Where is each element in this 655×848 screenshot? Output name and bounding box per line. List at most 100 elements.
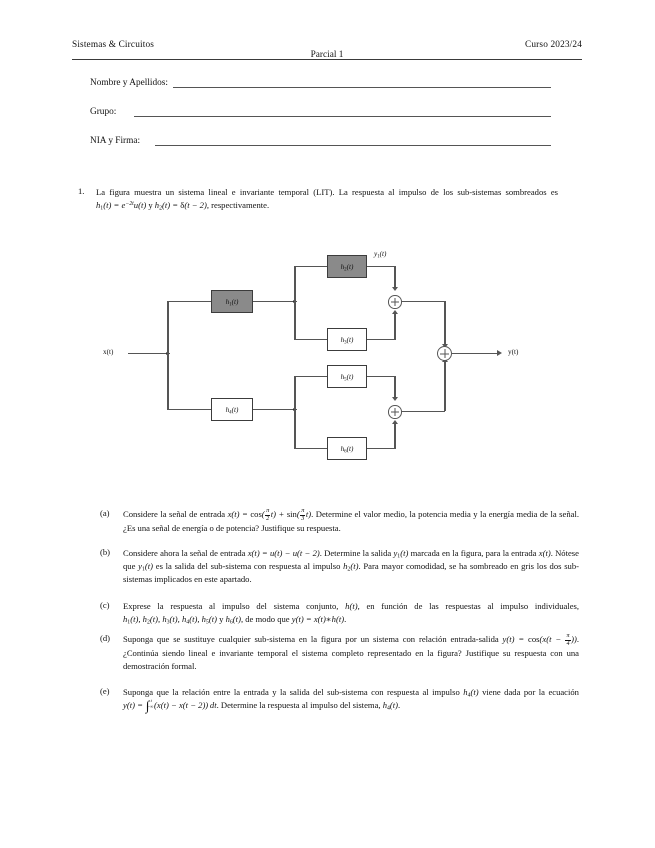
- wire-sum-bottom-out: [401, 411, 445, 413]
- header-right-course: Curso 2023/24: [525, 40, 582, 50]
- field-nombre: Nombre y Apellidos:: [90, 78, 168, 88]
- arrow-top-into-main-adder: [442, 344, 448, 348]
- wire-h5-to-sum-bottom: [394, 376, 396, 399]
- item-e-h4-ref-2: h4(t): [382, 699, 399, 712]
- item-d-tag: (d): [100, 633, 111, 643]
- item-c-seg3: , de modo que: [240, 613, 292, 624]
- item-a-seg2: . Determine el valor medio, la potencia …: [123, 509, 579, 533]
- item-b-text: Considere ahora la señal de entrada x(t)…: [123, 547, 579, 585]
- wire-sum-top-out: [401, 301, 445, 303]
- wire-h1-split-vertical: [294, 266, 296, 340]
- problem-line1: La figura muestra un sistema lineal e in…: [96, 187, 439, 197]
- block-h6-label: h6(t): [340, 444, 354, 454]
- item-c-convolution-expression: y(t) = x(t)∗h(t): [291, 613, 345, 624]
- output-signal-label: y(t): [508, 348, 519, 356]
- item-d-seg1: Suponga que se sustituye cualquier sub-s…: [123, 634, 503, 644]
- block-h4-label: h4(t): [225, 405, 239, 415]
- item-c-seg4: .: [344, 613, 347, 624]
- block-h4[interactable]: h4(t): [211, 398, 253, 421]
- wire-top-to-main-adder: [444, 301, 446, 347]
- wire-h2-out: [367, 266, 396, 268]
- problem-line2-post: , respectivamente.: [206, 199, 270, 210]
- item-b-seg5: es la salida del sub-sistema con respues…: [153, 560, 344, 571]
- item-e-seg1: Suponga que la relación entre la entrada…: [123, 687, 464, 697]
- item-c-seg1: Exprese la respuesta al impulso del sist…: [123, 601, 346, 611]
- item-b-x-ref: x(t): [538, 548, 551, 558]
- block-h6[interactable]: h6(t): [327, 437, 367, 460]
- adder-top[interactable]: [388, 295, 402, 309]
- arrow-output: [497, 350, 502, 356]
- item-c-h6-ref: h6(t): [225, 613, 241, 626]
- block-h5[interactable]: h5(t): [327, 365, 367, 388]
- item-d-seg2: . ¿Continúa siendo lineal e invariante t…: [123, 634, 579, 671]
- wire-h3-out: [367, 339, 396, 341]
- field-nia: NIA y Firma:: [90, 136, 140, 146]
- item-b-seg2: . Determine la salida: [319, 548, 394, 558]
- header-center-title: Parcial 1: [310, 50, 344, 60]
- item-c-tag: (c): [100, 600, 110, 610]
- wire-to-h3: [294, 339, 328, 341]
- wire-input: [128, 353, 170, 355]
- arrow-h5-into-sum: [392, 397, 398, 401]
- field-nia-label: NIA y Firma:: [90, 136, 141, 146]
- block-h2[interactable]: h2(t): [327, 255, 367, 278]
- item-c-h-ref: h(t): [345, 601, 358, 611]
- wire-to-h6: [294, 448, 328, 450]
- field-nombre-label: Nombre y Apellidos:: [90, 78, 168, 88]
- h1-definition: h1(t) = e−2tu(t): [96, 199, 147, 212]
- item-e-tag: (e): [100, 686, 110, 696]
- field-nia-line[interactable]: [155, 145, 551, 146]
- wire-to-h1: [167, 301, 212, 303]
- item-b-tag: (b): [100, 547, 111, 557]
- wire-h6-out: [367, 448, 396, 450]
- wire-h2-to-sum-top: [394, 266, 396, 289]
- item-a-tag: (a): [100, 508, 110, 518]
- wire-input-split-vertical: [167, 301, 169, 410]
- item-d-text: Suponga que se sustituye cualquier sub-s…: [123, 632, 579, 672]
- field-nombre-line[interactable]: [173, 87, 551, 88]
- field-grupo-line[interactable]: [134, 116, 551, 117]
- header-divider: [72, 59, 582, 60]
- node-h4-split: [293, 407, 297, 411]
- item-e-seg2: viene dada por la ecuación: [478, 687, 579, 697]
- adder-bottom[interactable]: [388, 405, 402, 419]
- item-b-y1-ref-2: y1(t): [138, 560, 154, 573]
- block-h1[interactable]: h1(t): [211, 290, 253, 313]
- wire-h4-out: [253, 409, 297, 411]
- item-b-seg6: . Para mayor comodidad, se ha sombreado …: [123, 560, 579, 584]
- item-b-seg3: marcada en la figura, para la entrada: [408, 548, 539, 558]
- wire-bottom-to-main-adder: [444, 362, 446, 411]
- item-a-seg1: Considere la señal de entrada: [123, 509, 228, 519]
- arrow-h2-into-sum: [392, 287, 398, 291]
- h2-definition: h2(t) = δ(t − 2): [154, 199, 207, 212]
- block-h5-label: h5(t): [340, 372, 354, 382]
- wire-to-h4: [167, 409, 212, 411]
- arrow-h3-into-sum: [392, 310, 398, 314]
- wire-h1-out: [253, 301, 297, 303]
- item-a-text: Considere la señal de entrada x(t) = cos…: [123, 507, 579, 535]
- field-grupo-label: Grupo:: [90, 107, 117, 117]
- problem-statement: La figura muestra un sistema lineal e in…: [96, 186, 558, 211]
- item-b-h2-ref: h2(t): [343, 560, 359, 573]
- block-h1-label: h1(t): [225, 297, 239, 307]
- adder-main[interactable]: [437, 346, 452, 361]
- wire-h4-split-vertical: [294, 376, 296, 449]
- problem-number: 1.: [78, 186, 85, 196]
- item-b-seg4: . Nótese que: [123, 548, 579, 571]
- wire-to-h2: [294, 266, 328, 268]
- item-c-text: Exprese la respuesta al impulso del sist…: [123, 601, 580, 626]
- wire-to-h5: [294, 376, 328, 378]
- page-header: Sistemas & Circuitos Curso 2023/24 Parci…: [72, 40, 582, 62]
- block-h3[interactable]: h3(t): [327, 328, 367, 351]
- arrow-bottom-into-main-adder: [442, 358, 448, 362]
- input-signal-label: x(t): [103, 348, 114, 356]
- item-b-seg1: Considere ahora la señal de entrada: [123, 548, 248, 558]
- item-c-h-list: h1(t), h2(t), h3(t), h4(t), h5(t): [123, 613, 217, 626]
- wire-output: [452, 353, 500, 355]
- item-e-text: Suponga que la relación entre la entrada…: [123, 686, 579, 712]
- item-e-seg4: .: [398, 699, 401, 710]
